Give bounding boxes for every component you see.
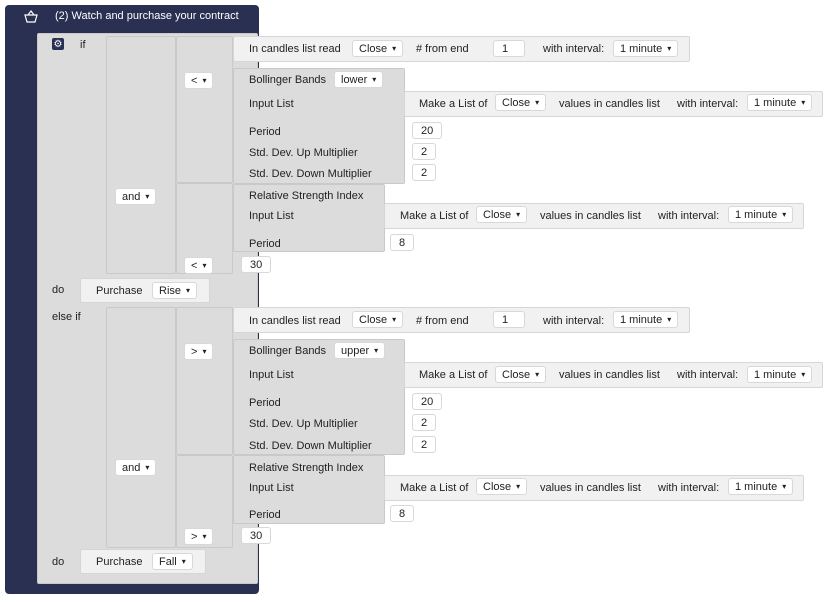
period-label-2: Period (249, 397, 281, 409)
rsi-list-interval-dropdown[interactable]: 1 minute▾ (728, 206, 794, 223)
rsi-list-interval-label-2: with interval: (658, 482, 720, 494)
rsi-input-list-label: Input List (249, 210, 294, 222)
list-interval-label: with interval: (677, 98, 739, 110)
values-in-candles-label-2: values in candles list (559, 369, 660, 381)
rsi-list-field-dropdown[interactable]: Close▾ (476, 206, 528, 223)
rsi-make-list-label-2: Make a List of (400, 482, 469, 494)
list-field-dropdown[interactable]: Close▾ (495, 94, 547, 111)
purchase-type-dropdown-2[interactable]: Fall▾ (152, 553, 193, 570)
values-in-candles-label: values in candles list (559, 98, 660, 110)
rsi-threshold-input[interactable]: 30 (241, 256, 272, 273)
period-label: Period (249, 126, 281, 138)
period-input-2[interactable]: 20 (412, 393, 443, 410)
list-field-dropdown-2[interactable]: Close▾ (495, 366, 547, 383)
std-up-label: Std. Dev. Up Multiplier (249, 147, 358, 159)
rsi-block-2[interactable] (233, 455, 385, 524)
rsi-values-in-candles-label-2: values in candles list (540, 482, 641, 494)
rsi-label-2: Relative Strength Index (249, 462, 364, 474)
rsi-list-interval-label: with interval: (658, 210, 720, 222)
std-up-input-2[interactable]: 2 (412, 414, 437, 431)
from-end-input[interactable]: 1 (493, 40, 525, 57)
period-input[interactable]: 20 (412, 122, 443, 139)
std-down-label: Std. Dev. Down Multiplier (249, 168, 372, 180)
from-end-label: # from end (416, 43, 469, 55)
make-list-label-2: Make a List of (419, 369, 488, 381)
interval-label-2: with interval: (543, 315, 605, 327)
std-up-label-2: Std. Dev. Up Multiplier (249, 418, 358, 430)
rsi-threshold-input-2[interactable]: 30 (241, 527, 272, 544)
basket-icon[interactable] (23, 10, 39, 24)
candles-read-label-2: In candles list read (249, 315, 341, 327)
candle-field-dropdown-2[interactable]: Close▾ (352, 311, 404, 328)
rsi-list-field-dropdown-2[interactable]: Close▾ (476, 478, 528, 495)
rsi-make-list-label: Make a List of (400, 210, 469, 222)
compare-block-3[interactable] (176, 307, 233, 455)
rsi-period-input-2[interactable]: 8 (390, 505, 415, 522)
from-end-input-2[interactable]: 1 (493, 311, 525, 328)
rsi-input-list-label-2: Input List (249, 482, 294, 494)
from-end-label-2: # from end (416, 315, 469, 327)
rsi-values-in-candles-label: values in candles list (540, 210, 641, 222)
candle-field-dropdown[interactable]: Close▾ (352, 40, 404, 57)
list-interval-dropdown-2[interactable]: 1 minute▾ (747, 366, 813, 383)
else-if-label: else if (52, 311, 81, 323)
make-list-block-2[interactable] (404, 362, 823, 388)
band-dropdown[interactable]: lower▾ (334, 71, 384, 88)
list-interval-label-2: with interval: (677, 369, 739, 381)
candles-read-label: In candles list read (249, 43, 341, 55)
rsi-block[interactable] (233, 184, 385, 252)
std-up-input[interactable]: 2 (412, 143, 437, 160)
purchase-label-2: Purchase (96, 556, 143, 568)
and-block-if[interactable] (106, 36, 176, 274)
std-down-input[interactable]: 2 (412, 164, 437, 181)
compare-block-1[interactable] (176, 36, 233, 183)
rsi-operator-dropdown[interactable]: <▾ (184, 257, 214, 274)
interval-dropdown-2[interactable]: 1 minute▾ (613, 311, 679, 328)
if-label: if (80, 39, 86, 51)
block-title: (2) Watch and purchase your contract (55, 10, 239, 22)
and-block-else[interactable] (106, 307, 176, 548)
std-down-label-2: Std. Dev. Down Multiplier (249, 440, 372, 452)
std-down-input-2[interactable]: 2 (412, 436, 437, 453)
rsi-period-label: Period (249, 238, 281, 250)
and-operator-dropdown[interactable]: and▾ (115, 188, 157, 205)
bollinger-bands-label-2: Bollinger Bands (249, 345, 327, 357)
rsi-list-interval-dropdown-2[interactable]: 1 minute▾ (728, 478, 794, 495)
purchase-label: Purchase (96, 285, 143, 297)
gear-icon[interactable]: ⚙ (52, 38, 64, 50)
rsi-period-input[interactable]: 8 (390, 234, 415, 251)
compare-operator-dropdown[interactable]: <▾ (184, 72, 214, 89)
interval-label: with interval: (543, 43, 605, 55)
purchase-type-dropdown[interactable]: Rise▾ (152, 282, 198, 299)
list-interval-dropdown[interactable]: 1 minute▾ (747, 94, 813, 111)
compare-operator-dropdown-3[interactable]: >▾ (184, 343, 214, 360)
make-list-label: Make a List of (419, 98, 488, 110)
input-list-label: Input List (249, 98, 294, 110)
interval-dropdown[interactable]: 1 minute▾ (613, 40, 679, 57)
band-dropdown-2[interactable]: upper▾ (334, 342, 386, 359)
and-operator-dropdown-2[interactable]: and▾ (115, 459, 157, 476)
bollinger-bands-label: Bollinger Bands (249, 74, 327, 86)
input-list-label-2: Input List (249, 369, 294, 381)
do-label-2: do (52, 556, 65, 568)
rsi-period-label-2: Period (249, 509, 281, 521)
rsi-label: Relative Strength Index (249, 190, 364, 202)
do-label: do (52, 284, 65, 296)
rsi-operator-dropdown-2[interactable]: >▾ (184, 528, 214, 545)
